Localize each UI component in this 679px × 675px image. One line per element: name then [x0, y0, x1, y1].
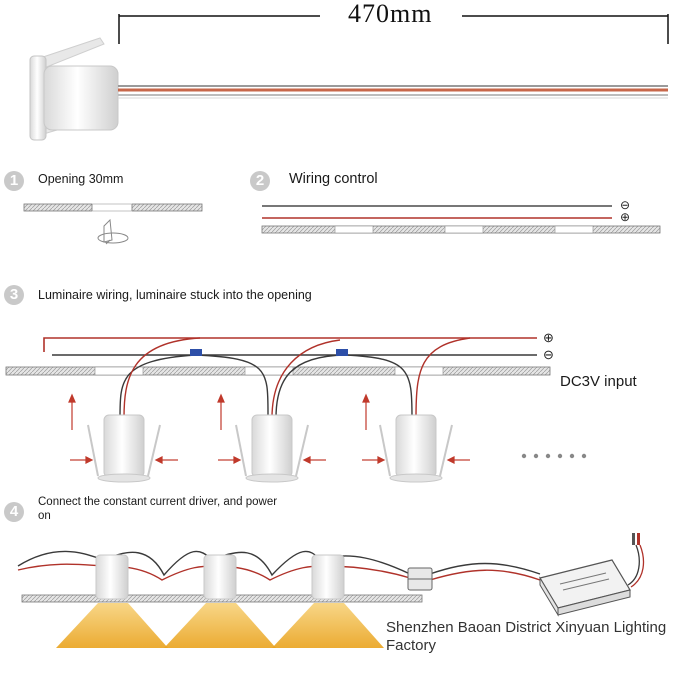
step2-wiring — [261, 205, 661, 234]
step-4-caption-line1: Connect the constant current driver, and… — [38, 496, 278, 508]
positive-input-symbol: ⊕ — [543, 330, 554, 345]
hole-saw-icon — [97, 218, 129, 245]
continuation-dots — [521, 453, 587, 459]
factory-name-line2: Factory — [386, 637, 437, 654]
constant-current-driver — [539, 559, 631, 617]
cable-470mm — [118, 85, 668, 99]
luminaire-side-view — [29, 37, 119, 141]
step-2-caption: Wiring control — [289, 171, 378, 187]
step-1-caption: Opening 30mm — [38, 172, 124, 186]
power-input-label: DC3V input — [560, 373, 637, 390]
step4-light-beams — [56, 603, 384, 648]
step1-panel — [23, 203, 203, 212]
step-4-caption-line2: on — [38, 510, 51, 522]
step3-arrows — [68, 393, 470, 464]
step-3-badge: 3 — [4, 285, 24, 305]
step-3-caption: Luminaire wiring, luminaire stuck into t… — [38, 288, 312, 302]
step3-luminaires — [87, 414, 453, 483]
step3-main-wires — [5, 337, 551, 376]
step3-drop-wires — [119, 337, 471, 419]
dimension-line — [118, 14, 669, 44]
step-2-badge: 2 — [250, 171, 270, 191]
step4-luminaires — [95, 554, 345, 600]
terminal-connector — [407, 567, 433, 591]
step-4-badge: 4 — [4, 502, 24, 522]
negative-terminal-symbol: ⊖ — [620, 198, 631, 212]
factory-name-line1: Shenzhen Baoan District Xinyuan Lighting — [386, 619, 667, 636]
step-1-badge: 1 — [4, 171, 24, 191]
negative-input-symbol: ⊖ — [543, 347, 554, 362]
dimension-label: 470mm — [348, 0, 433, 28]
positive-terminal-symbol: ⊕ — [620, 210, 631, 224]
